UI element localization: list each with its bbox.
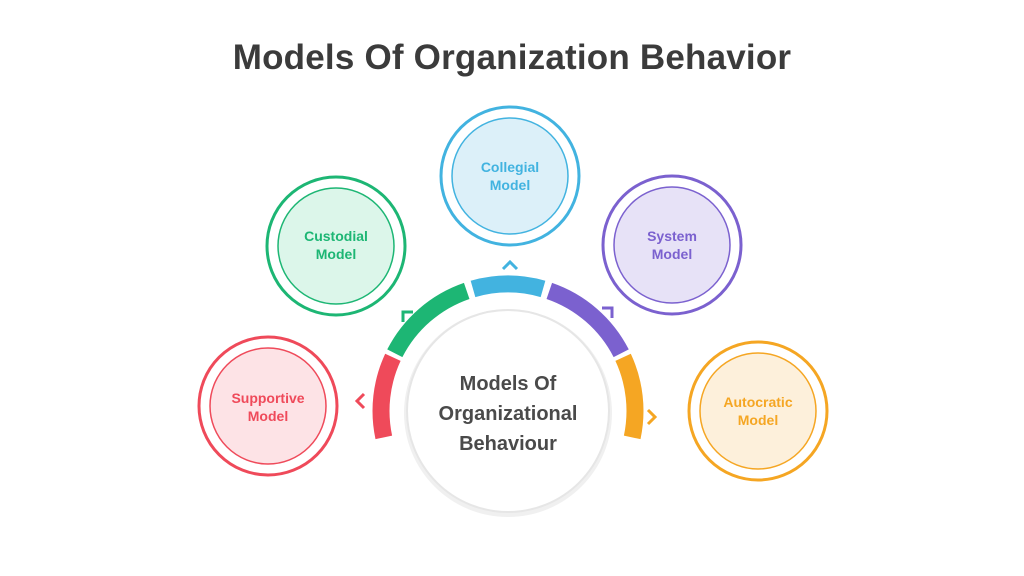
node-system-label-line-1: System bbox=[647, 228, 697, 244]
node-system: System Model bbox=[601, 174, 743, 316]
node-custodial-label-line-2: Model bbox=[316, 246, 356, 262]
node-system-label-line-2: Model bbox=[652, 246, 692, 262]
center-circle bbox=[406, 309, 610, 513]
node-supportive-label-line-2: Model bbox=[248, 408, 288, 424]
node-custodial: Custodial Model bbox=[265, 175, 407, 317]
arc-segment-custodial bbox=[387, 282, 470, 358]
node-autocratic-label-line-2: Model bbox=[738, 412, 778, 428]
node-system-inner-disc bbox=[613, 186, 731, 304]
pointer-arrow-collegial bbox=[501, 259, 519, 271]
node-supportive-label-line-1: Supportive bbox=[231, 390, 304, 406]
node-autocratic-label-line-1: Autocratic bbox=[723, 394, 792, 410]
arc-segment-supportive bbox=[372, 353, 401, 440]
pointer-arrow-system bbox=[602, 306, 614, 318]
arc-segment-system bbox=[546, 282, 629, 358]
pointer-arrow-autocratic bbox=[646, 408, 658, 426]
node-supportive: Supportive Model bbox=[197, 335, 339, 477]
arc-segment-autocratic bbox=[615, 353, 644, 440]
node-collegial-inner-disc bbox=[451, 117, 569, 235]
pointer-arrow-supportive bbox=[354, 392, 366, 410]
node-autocratic-inner-disc bbox=[699, 352, 817, 470]
node-autocratic: Autocratic Model bbox=[687, 340, 829, 482]
page-title: Models Of Organization Behavior bbox=[232, 38, 792, 77]
node-supportive-inner-disc bbox=[209, 347, 327, 465]
center-label-line-3: Behaviour bbox=[459, 433, 557, 455]
center-label-line-2: Organizational bbox=[439, 403, 578, 425]
node-collegial-label-line-1: Collegial bbox=[481, 159, 539, 175]
node-collegial: Collegial Model bbox=[439, 105, 581, 247]
arc-segment-collegial bbox=[470, 275, 546, 298]
node-collegial-label-line-2: Model bbox=[490, 177, 530, 193]
center-label-line-1: Models Of bbox=[460, 373, 557, 395]
node-custodial-label-line-1: Custodial bbox=[304, 228, 368, 244]
node-custodial-inner-disc bbox=[277, 187, 395, 305]
pointer-arrow-custodial bbox=[401, 310, 413, 322]
